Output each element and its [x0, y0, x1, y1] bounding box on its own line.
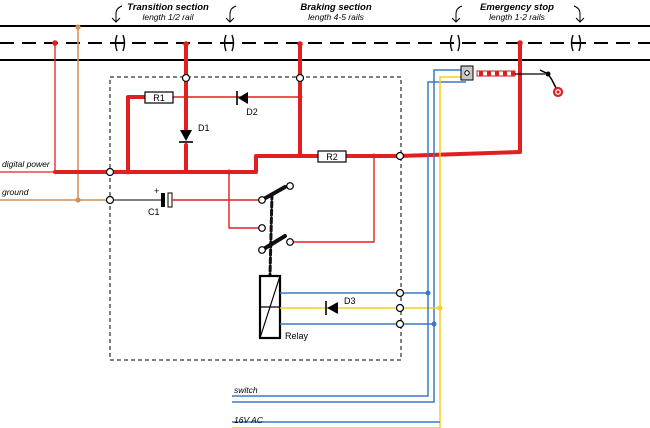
lower-contact-common — [258, 246, 266, 254]
capacitor-c1 — [114, 192, 229, 208]
insulated-joint-1 — [114, 34, 126, 52]
barrier-counterweight-core — [556, 90, 560, 94]
c1-polarity-mark: + — [154, 186, 159, 196]
switch-wire-a — [404, 81, 466, 294]
relay-contact-terminals — [258, 182, 294, 254]
ground-label: ground — [2, 187, 29, 197]
transition-rail-junction — [183, 41, 189, 47]
emergency-section-length: length 1-2 rails — [489, 12, 546, 22]
terminal-transition — [181, 73, 191, 83]
transition-section-length: length 1/2 rail — [142, 12, 194, 22]
rail-track — [0, 5, 650, 61]
barrier-arm-stripes — [479, 71, 515, 76]
upper-contact-nc — [258, 224, 266, 232]
barrier-lever — [539, 69, 557, 89]
switch-and-ac-wires — [232, 69, 466, 428]
braking-section-length: length 4-5 rails — [308, 12, 365, 22]
lower-contact-no — [286, 238, 294, 246]
relay-label: Relay — [285, 331, 309, 341]
emergency-rail-junction — [517, 40, 523, 46]
emergency-right-arrow — [573, 5, 585, 23]
section-arrows — [111, 5, 585, 23]
digital-power-label: digital power — [2, 159, 51, 169]
r1-d2-node — [183, 94, 189, 100]
ac-wire-to-signal — [404, 76, 466, 309]
contact-return-node — [226, 169, 232, 175]
switch-input-a — [232, 293, 429, 397]
switch-b-junction — [431, 321, 437, 327]
upper-contact-return — [228, 171, 263, 229]
diode-d2 — [236, 91, 248, 105]
upper-contact-no — [286, 182, 294, 190]
ac-junction — [437, 305, 443, 311]
transition-section-title: Transition section — [127, 2, 209, 13]
barrier-pivot — [464, 70, 470, 76]
transition-feed-main — [126, 45, 302, 174]
terminal-switch-b — [395, 319, 405, 329]
d2-braking-node — [297, 94, 303, 100]
insulated-joint-2 — [223, 34, 235, 52]
r2-label: R2 — [326, 152, 338, 162]
relay-mechanical-link — [268, 192, 274, 277]
r2-to-lower-contact — [289, 155, 375, 243]
terminal-switch-a — [395, 288, 405, 298]
braking-rail-junction — [297, 41, 303, 47]
terminal-emergency — [395, 151, 405, 161]
relay-lower-contact-arm — [260, 234, 287, 252]
switch-input-b — [232, 324, 435, 403]
terminal-ground — [105, 195, 115, 205]
barrier-lever-pivot — [545, 71, 551, 77]
transition-right-arrow — [225, 5, 237, 23]
d2-label: D2 — [246, 107, 258, 117]
ground-rail-junction-top — [75, 24, 81, 30]
ac-input-label: 16V AC — [234, 415, 264, 425]
emergency-section-title: Emergency stop — [480, 2, 554, 13]
resistor-r2 — [317, 150, 347, 163]
ground-junction — [75, 197, 81, 203]
c1-label: C1 — [148, 207, 160, 217]
insulated-joint-4 — [570, 34, 582, 52]
detector-module-outline — [109, 76, 402, 361]
ac-input — [232, 308, 441, 428]
terminal-ac — [395, 303, 405, 313]
digital-power-rail-junction — [52, 40, 58, 46]
upper-contact-common — [258, 196, 266, 204]
switch-wire-b — [404, 69, 466, 325]
emergency-left-arrow — [451, 5, 463, 23]
resistor-r1 — [144, 91, 174, 104]
insulated-joint-3 — [449, 34, 461, 52]
module-terminals — [105, 73, 405, 329]
r1-label: R1 — [153, 93, 165, 103]
d3-label: D3 — [344, 296, 356, 306]
r2-right-node — [371, 153, 377, 159]
relay-contacts — [260, 185, 287, 277]
relay-upper-contact-arm — [260, 185, 287, 202]
braking-section-title: Braking section — [300, 2, 371, 13]
terminal-braking — [295, 73, 305, 83]
transition-left-arrow — [111, 5, 123, 23]
terminal-digital-power — [105, 167, 115, 177]
diode-d3 — [325, 301, 338, 315]
switch-input-label: switch — [234, 385, 258, 395]
insulated-joints — [114, 34, 582, 52]
d1-label: D1 — [198, 123, 210, 133]
switch-a-junction — [425, 290, 431, 296]
r1-left-lead — [108, 95, 147, 174]
diode-d1 — [179, 130, 193, 143]
r1-node — [125, 169, 131, 175]
barrier-signal — [460, 65, 564, 98]
